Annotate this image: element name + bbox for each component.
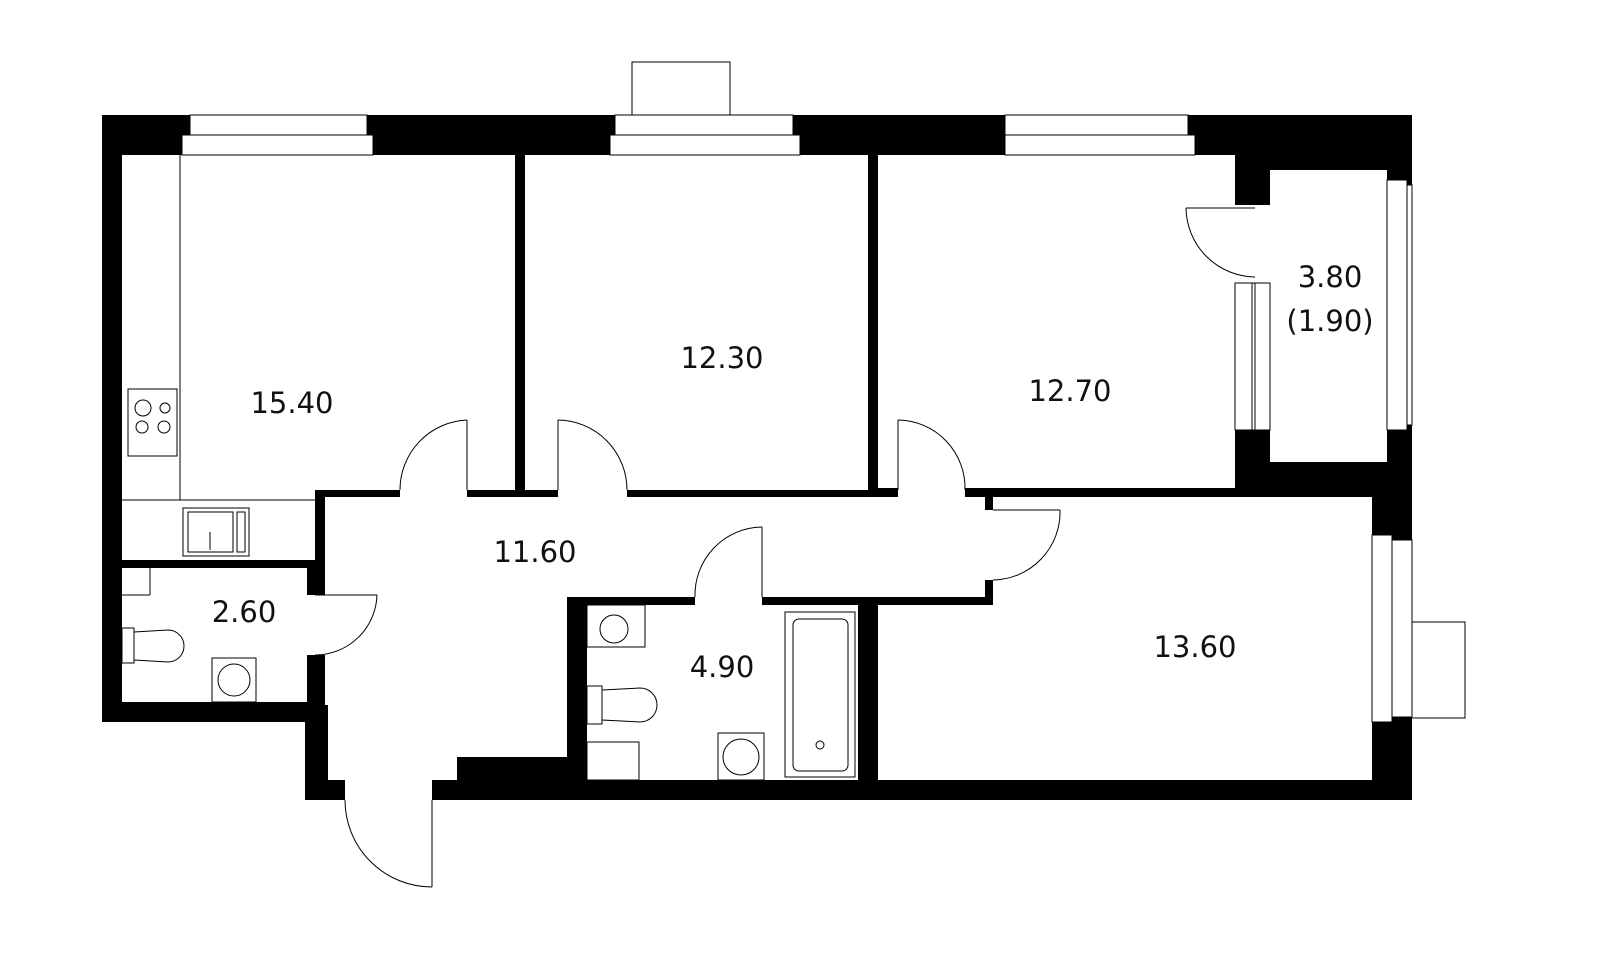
area-bathroom: 4.90 <box>690 650 755 684</box>
room-bedroom-1[interactable] <box>525 155 868 490</box>
door-bedroom-2[interactable] <box>897 419 966 491</box>
window-bedroom-2 <box>1004 114 1196 156</box>
door-bedroom-1[interactable] <box>557 419 628 491</box>
door-bathroom[interactable] <box>694 526 763 598</box>
area-balcony-reduced: (1.90) <box>1286 304 1373 338</box>
area-bedroom-1: 12.30 <box>680 341 763 375</box>
area-bedroom-2: 12.70 <box>1028 374 1111 408</box>
room-kitchen[interactable] <box>122 155 515 560</box>
room-bedroom-2[interactable] <box>878 155 1235 488</box>
washbasin-icon <box>211 657 257 703</box>
area-wc: 2.60 <box>212 595 277 629</box>
stove-icon <box>127 388 178 457</box>
kitchen-counter <box>122 155 315 501</box>
door-wc[interactable] <box>314 594 378 656</box>
toilet-icon <box>586 685 658 725</box>
room-living[interactable] <box>878 497 1372 780</box>
bathtub-icon <box>784 611 856 778</box>
area-living: 13.60 <box>1153 630 1236 664</box>
washing-machine-icon <box>586 604 646 648</box>
area-balcony: 3.80 <box>1298 260 1363 294</box>
door-living[interactable] <box>992 509 1061 581</box>
door-balcony[interactable] <box>1185 207 1256 278</box>
door-kitchen[interactable] <box>399 419 468 491</box>
area-kitchen: 15.40 <box>250 386 333 420</box>
door-entrance[interactable] <box>344 799 433 888</box>
toilet-icon <box>121 627 185 664</box>
window-living <box>1371 534 1466 723</box>
area-hallway: 11.60 <box>493 535 576 569</box>
window-kitchen <box>181 114 374 156</box>
window-bedroom-1 <box>609 61 801 156</box>
room-balcony[interactable] <box>1270 170 1387 462</box>
washbasin-icon <box>717 732 765 781</box>
kitchen-sink-icon <box>182 507 250 557</box>
window-balcony <box>1234 179 1413 431</box>
room-hallway[interactable] <box>325 497 985 800</box>
